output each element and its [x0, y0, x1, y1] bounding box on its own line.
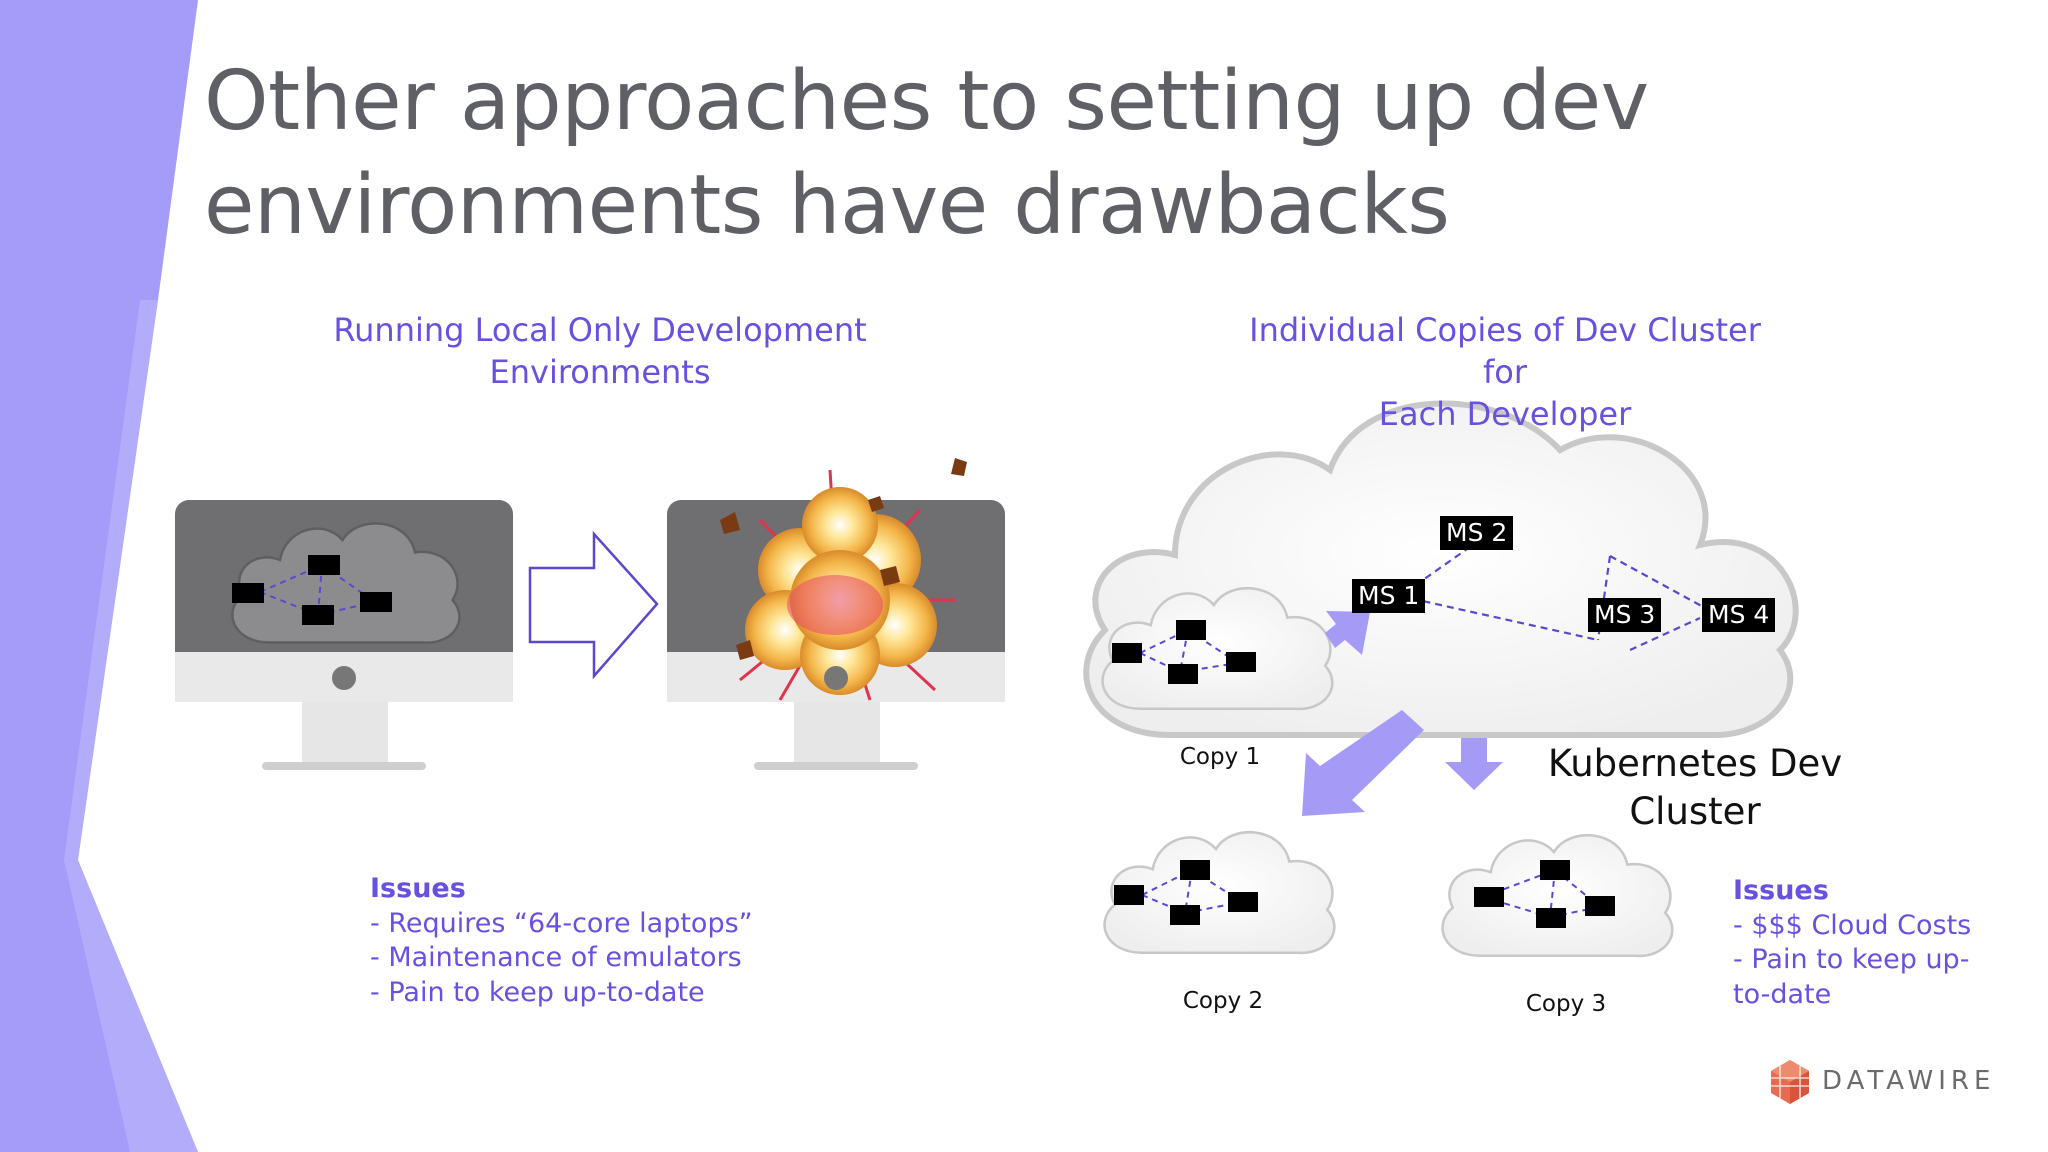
- right-issue-item: - $$$ Cloud Costs: [1733, 909, 1972, 941]
- left-issues-list: Issues - Requires “64-core laptops” - Ma…: [370, 872, 890, 1010]
- service-ms1-label: MS 1: [1352, 579, 1426, 613]
- slide-title-line-2: environments have drawbacks: [204, 158, 1450, 253]
- left-heading-line-2: Environments: [489, 353, 711, 391]
- arrow-to-copy-2-icon: [1302, 710, 1424, 816]
- copy-3-cloud: [1441, 833, 1674, 958]
- left-issue-item: - Maintenance of emulators: [370, 942, 742, 973]
- kubernetes-cluster-label: Kubernetes Dev Cluster: [1525, 740, 1865, 836]
- arrow-to-copy-1-icon: [1325, 611, 1370, 655]
- datawire-logo-icon: [1771, 1060, 1809, 1104]
- transition-arrow-icon: [528, 530, 659, 680]
- left-issue-item: - Requires “64-core laptops”: [370, 907, 753, 939]
- arrow-to-copy-3-icon: [1445, 738, 1503, 790]
- copy-2-caption: Copy 2: [1182, 988, 1264, 1014]
- kubernetes-label-line-2: Cluster: [1629, 790, 1761, 833]
- service-ms3-label: MS 3: [1588, 598, 1662, 632]
- monitor-explosion-icon: [667, 458, 1005, 770]
- right-issues-title: Issues: [1733, 875, 1829, 906]
- copy-1-cloud: [1101, 586, 1334, 711]
- copy-1-caption: Copy 1: [1179, 744, 1261, 770]
- copy-2-cloud: [1103, 830, 1336, 955]
- left-accent-band: [0, 0, 198, 1152]
- left-section-heading: Running Local Only Development Environme…: [320, 309, 880, 393]
- left-issues-title: Issues: [370, 873, 466, 904]
- right-issue-item: to-date: [1733, 978, 1832, 1010]
- brand-wordmark: DATAWIRE: [1822, 1066, 1996, 1096]
- service-ms4-label: MS 4: [1702, 598, 1776, 632]
- replication-arrows: [1302, 611, 1503, 816]
- slide-title-line-1: Other approaches to setting up dev: [204, 54, 1649, 149]
- kubernetes-label-line-1: Kubernetes Dev: [1547, 742, 1843, 785]
- monitor-local-icon: [175, 500, 513, 770]
- copy-3-caption: Copy 3: [1525, 991, 1607, 1017]
- slide-title: Other approaches to setting up dev envir…: [204, 50, 1704, 258]
- right-heading-line-1: Individual Copies of Dev Cluster for: [1249, 311, 1761, 391]
- right-section-heading: Individual Copies of Dev Cluster for Eac…: [1225, 309, 1785, 435]
- right-heading-line-2: Each Developer: [1378, 395, 1632, 433]
- right-issues-list: Issues - $$$ Cloud Costs - Pain to keep …: [1733, 874, 1993, 1012]
- left-heading-line-1: Running Local Only Development: [333, 311, 867, 349]
- left-issue-item: - Pain to keep up-to-date: [370, 976, 705, 1008]
- service-ms2-label: MS 2: [1440, 516, 1514, 550]
- right-issue-item: - Pain to keep up-: [1733, 944, 1970, 975]
